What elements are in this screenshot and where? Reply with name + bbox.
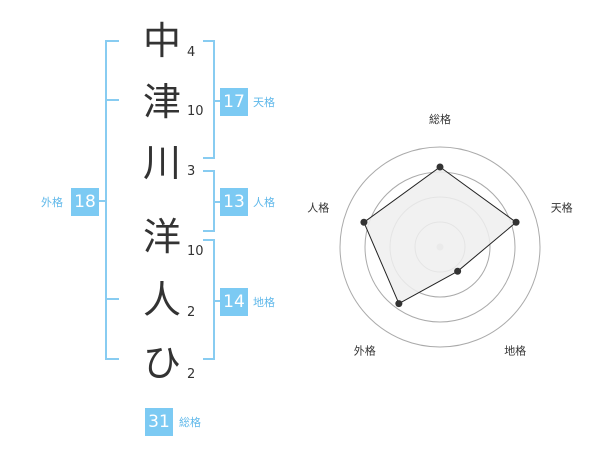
tenkaku-badge: 17 <box>220 88 248 116</box>
gaikaku-label: 外格 <box>41 196 63 209</box>
radar-point-2 <box>512 218 520 226</box>
name-char-6: ひ <box>142 341 181 385</box>
radar-area <box>363 166 517 305</box>
name-char-5: 人 <box>142 278 181 322</box>
jinkaku-badge: 13 <box>220 188 248 216</box>
soukaku-label: 総格 <box>179 416 201 429</box>
gaikaku-badge: 18 <box>71 188 99 216</box>
stroke-count-6: 2 <box>187 367 196 382</box>
name-char-2: 津 <box>142 80 181 124</box>
stroke-count-3: 3 <box>187 164 196 179</box>
radar-ring <box>339 146 541 348</box>
chikaku-badge: 14 <box>220 288 248 316</box>
radar-point-4 <box>395 300 403 308</box>
radar-axis-label-5: 人格 <box>307 200 329 214</box>
name-char-4: 洋 <box>142 215 181 259</box>
name-char-1: 中 <box>142 19 181 63</box>
chikaku-label: 地格 <box>253 296 275 309</box>
radar-axis-label-3: 地格 <box>504 344 526 358</box>
soukaku-badge: 31 <box>145 408 173 436</box>
radar-axis-label-2: 天格 <box>551 200 573 214</box>
stroke-count-5: 2 <box>187 305 196 320</box>
radar-point-1 <box>436 163 444 171</box>
jinkaku-label: 人格 <box>253 196 275 209</box>
tenkaku-label: 天格 <box>253 96 275 109</box>
name-char-3: 川 <box>142 141 181 185</box>
radar-axis-label-1: 総格 <box>429 112 451 126</box>
stroke-count-4: 10 <box>187 244 204 259</box>
radar-point-5 <box>360 218 368 226</box>
stroke-count-2: 10 <box>187 104 204 119</box>
radar-axis-label-4: 外格 <box>354 344 376 358</box>
radar-point-3 <box>454 267 462 275</box>
stroke-count-1: 4 <box>187 45 196 60</box>
